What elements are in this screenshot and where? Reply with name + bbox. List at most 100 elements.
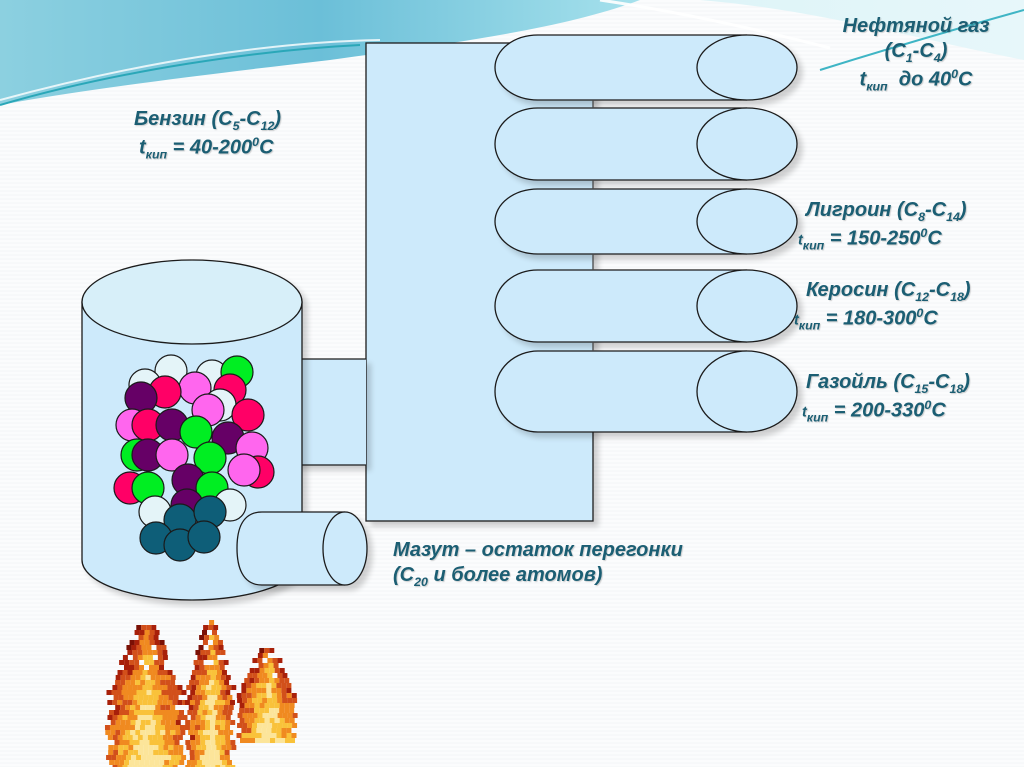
flame-pixel <box>109 760 115 765</box>
flame-pixel <box>150 705 156 710</box>
flame-pixel <box>132 765 138 767</box>
flame-pixel <box>140 705 146 710</box>
flame-pixel <box>123 745 129 750</box>
flame-pixel <box>168 695 174 700</box>
flame-pixel <box>271 728 277 733</box>
flame-pixel <box>115 705 121 710</box>
flame-pixel <box>284 703 290 708</box>
flame-pixel <box>244 708 250 713</box>
flame-pixel <box>204 700 210 705</box>
flame-pixel <box>247 673 253 678</box>
flame-pixel <box>220 720 226 725</box>
flame-pixel <box>111 755 117 760</box>
flame-pixel <box>125 705 131 710</box>
flame-pixel <box>134 630 140 635</box>
flame-pixel <box>133 665 139 670</box>
flame-pixel <box>224 700 230 705</box>
flame-pixel <box>267 658 273 663</box>
flame-pixel <box>154 640 160 645</box>
flame-pixel <box>284 708 290 713</box>
flame-pixel <box>165 720 171 725</box>
flame-pixel <box>266 683 272 688</box>
flame-pixel <box>106 755 112 760</box>
flame-pixel <box>158 750 164 755</box>
flame-pixel <box>204 665 210 670</box>
flame-pixel <box>277 713 283 718</box>
flame-pixel <box>225 740 231 745</box>
residue-line-1: Мазут – остаток перегонки <box>393 539 683 561</box>
flame-pixel <box>276 693 282 698</box>
flame-pixel <box>141 645 147 650</box>
flame-pixel <box>136 690 142 695</box>
flame-pixel <box>120 675 126 680</box>
flame-pixel <box>237 698 243 703</box>
flame-pixel <box>257 698 263 703</box>
flame-pixel <box>154 740 160 745</box>
flame-pixel <box>153 665 159 670</box>
flame-pixel <box>206 685 212 690</box>
flame-pixel <box>128 750 134 755</box>
flame-pixel <box>178 745 184 750</box>
flame-pixel <box>145 675 151 680</box>
flame-pixel <box>177 685 183 690</box>
flame-pixel <box>271 733 277 738</box>
flame-pixel <box>226 745 232 750</box>
flame-pixel <box>161 645 167 650</box>
flame-pixel <box>117 670 123 675</box>
flame-pixel <box>171 690 177 695</box>
flame-pixel <box>158 710 164 715</box>
flame-pixel <box>123 750 129 755</box>
flame-pixel <box>202 655 208 660</box>
flame-pixel <box>207 655 213 660</box>
flame-pixel <box>124 660 130 665</box>
flame-pixel <box>199 680 205 685</box>
flame-pixel <box>187 710 193 715</box>
flame-pixel <box>132 685 138 690</box>
flame-pixel <box>143 710 149 715</box>
flame-pixel <box>274 678 280 683</box>
flame-pixel <box>202 695 208 700</box>
flame-pixel <box>176 690 182 695</box>
flame-pixel <box>214 755 220 760</box>
flame-pixel <box>182 715 188 720</box>
flame-pixel <box>215 735 221 740</box>
flame-pixel <box>220 690 226 695</box>
flame-pixel <box>144 760 150 765</box>
flame-pixel <box>150 675 156 680</box>
flame-pixel <box>266 728 272 733</box>
flame-pixel <box>169 725 175 730</box>
flame-pixel <box>289 708 295 713</box>
flame-pixel <box>174 760 180 765</box>
flame-pixel <box>140 720 146 725</box>
flame-pixel <box>150 680 156 685</box>
flame-pixel <box>167 735 173 740</box>
flame-pixel <box>115 675 121 680</box>
flame-pixel <box>261 693 267 698</box>
flame-pixel <box>286 688 292 693</box>
flame-pixel <box>127 765 133 767</box>
flame-pixel <box>213 730 219 735</box>
flame-pixel <box>217 640 223 645</box>
flame-pixel <box>123 710 129 715</box>
flame-pixel <box>147 650 153 655</box>
flame-pixel <box>257 673 263 678</box>
flame-pixel <box>144 640 150 645</box>
flame-pixel <box>127 715 133 720</box>
flame-pixel <box>150 720 156 725</box>
flame-pixel <box>274 738 280 743</box>
flame-pixel <box>123 695 129 700</box>
flame-pixel <box>195 720 201 725</box>
flame-pixel <box>134 725 140 730</box>
flame-pixel <box>145 730 151 735</box>
flame-pixel <box>129 725 135 730</box>
fraction-title: Лигроин (C8-C14) <box>806 199 967 224</box>
flame-pixel <box>147 685 153 690</box>
flame-pixel <box>236 693 242 698</box>
flame-pixel <box>193 705 199 710</box>
flame-pixel <box>128 710 134 715</box>
flame-pixel <box>145 720 151 725</box>
flame-pixel <box>190 675 196 680</box>
flame-pixel <box>157 670 163 675</box>
flame-pixel <box>279 738 285 743</box>
flame-pixel <box>184 725 190 730</box>
